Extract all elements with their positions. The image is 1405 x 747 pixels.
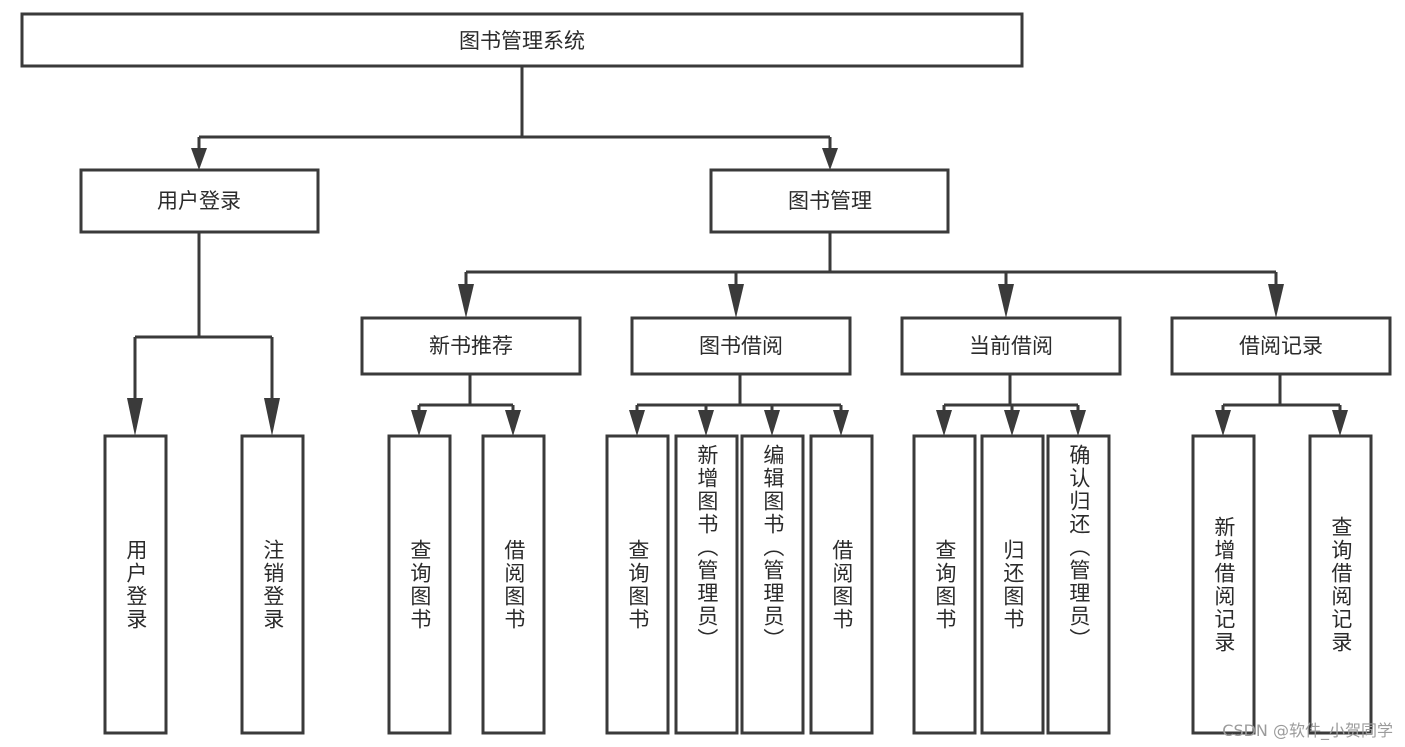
arrow-head-leaf-user-logout	[264, 398, 280, 436]
node-current-borrow-box[interactable]	[900, 316, 1122, 376]
leaf-return-book-box[interactable]	[980, 434, 1045, 735]
leaf-edit-book-box[interactable]	[740, 434, 805, 735]
connector-group	[127, 66, 1348, 436]
arrow-head-leaf-add-record	[1215, 410, 1231, 436]
node-user-login-box[interactable]	[79, 168, 320, 234]
leaf-query-book-1-box[interactable]	[387, 434, 452, 735]
leaf-query-book-3-box[interactable]	[912, 434, 977, 735]
node-current-borrow[interactable]: 当前借阅	[900, 316, 1122, 376]
arrow-head-leaf-query-record	[1332, 410, 1348, 436]
arrow-head-new-book-rec	[458, 284, 474, 318]
node-borrow-record-label: 借阅记录	[1239, 334, 1323, 358]
node-user-login-label: 用户登录	[157, 189, 241, 213]
node-book-borrow-box[interactable]	[630, 316, 852, 376]
node-book-manage-box[interactable]	[709, 168, 950, 234]
arrow-head-leaf-return-book	[1004, 410, 1020, 436]
arrow-head-leaf-query-book-2	[629, 410, 645, 436]
arrow-head-leaf-query-book-1	[411, 410, 427, 436]
arrow-head-leaf-query-book-3	[936, 410, 952, 436]
arrow-head-book-manage	[822, 148, 838, 170]
leaf-confirm-return-box[interactable]	[1046, 434, 1111, 735]
arrow-head-borrow-record	[1268, 284, 1284, 318]
node-book-borrow-label: 图书借阅	[699, 334, 783, 358]
arrow-head-current-borrow	[998, 284, 1014, 318]
arrow-head-user-login	[191, 148, 207, 170]
leaf-box-group	[103, 434, 1373, 735]
node-root-box[interactable]	[20, 12, 1024, 68]
node-new-book-rec-label: 新书推荐	[429, 334, 513, 358]
arrow-head-leaf-user-login	[127, 398, 143, 436]
arrow-head-leaf-borrow-book-1	[505, 410, 521, 436]
leaf-add-book-box[interactable]	[674, 434, 739, 735]
node-root-label: 图书管理系统	[459, 29, 585, 53]
node-new-book-rec[interactable]: 新书推荐	[360, 316, 582, 376]
leaf-user-logout-box[interactable]	[240, 434, 305, 735]
node-book-manage-label: 图书管理	[788, 189, 872, 213]
node-book-borrow[interactable]: 图书借阅	[630, 316, 852, 376]
arrow-head-leaf-confirm-return	[1070, 410, 1086, 436]
node-borrow-record-box[interactable]	[1170, 316, 1392, 376]
node-borrow-record[interactable]: 借阅记录	[1170, 316, 1392, 376]
arrow-head-leaf-add-book	[698, 410, 714, 436]
node-book-manage[interactable]: 图书管理	[709, 168, 950, 234]
node-new-book-rec-box[interactable]	[360, 316, 582, 376]
node-root[interactable]: 图书管理系统	[20, 12, 1024, 68]
leaf-user-login-box[interactable]	[103, 434, 168, 735]
arrow-head-leaf-edit-book	[764, 410, 780, 436]
watermark: CSDN @软件_小贺同学	[1222, 721, 1393, 740]
node-user-login[interactable]: 用户登录	[79, 168, 320, 234]
arrow-head-leaf-borrow-book-2	[833, 410, 849, 436]
leaf-query-book-2-box[interactable]	[605, 434, 670, 735]
leaf-borrow-book-1-box[interactable]	[481, 434, 546, 735]
node-current-borrow-label: 当前借阅	[969, 334, 1053, 358]
leaf-add-record-box[interactable]	[1191, 434, 1256, 735]
leaf-query-record-box[interactable]	[1308, 434, 1373, 735]
arrow-head-book-borrow	[728, 284, 744, 318]
leaf-borrow-book-2-box[interactable]	[809, 434, 874, 735]
